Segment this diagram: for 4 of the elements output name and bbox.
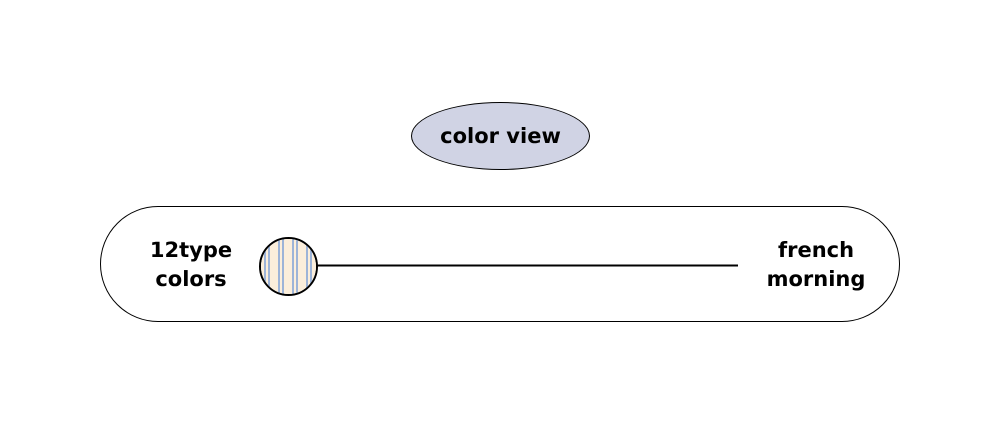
node-text: color view [440, 122, 561, 150]
connector-line [317, 264, 738, 266]
node-text: french morning [766, 237, 866, 293]
node-text: 12type colors [148, 237, 234, 293]
